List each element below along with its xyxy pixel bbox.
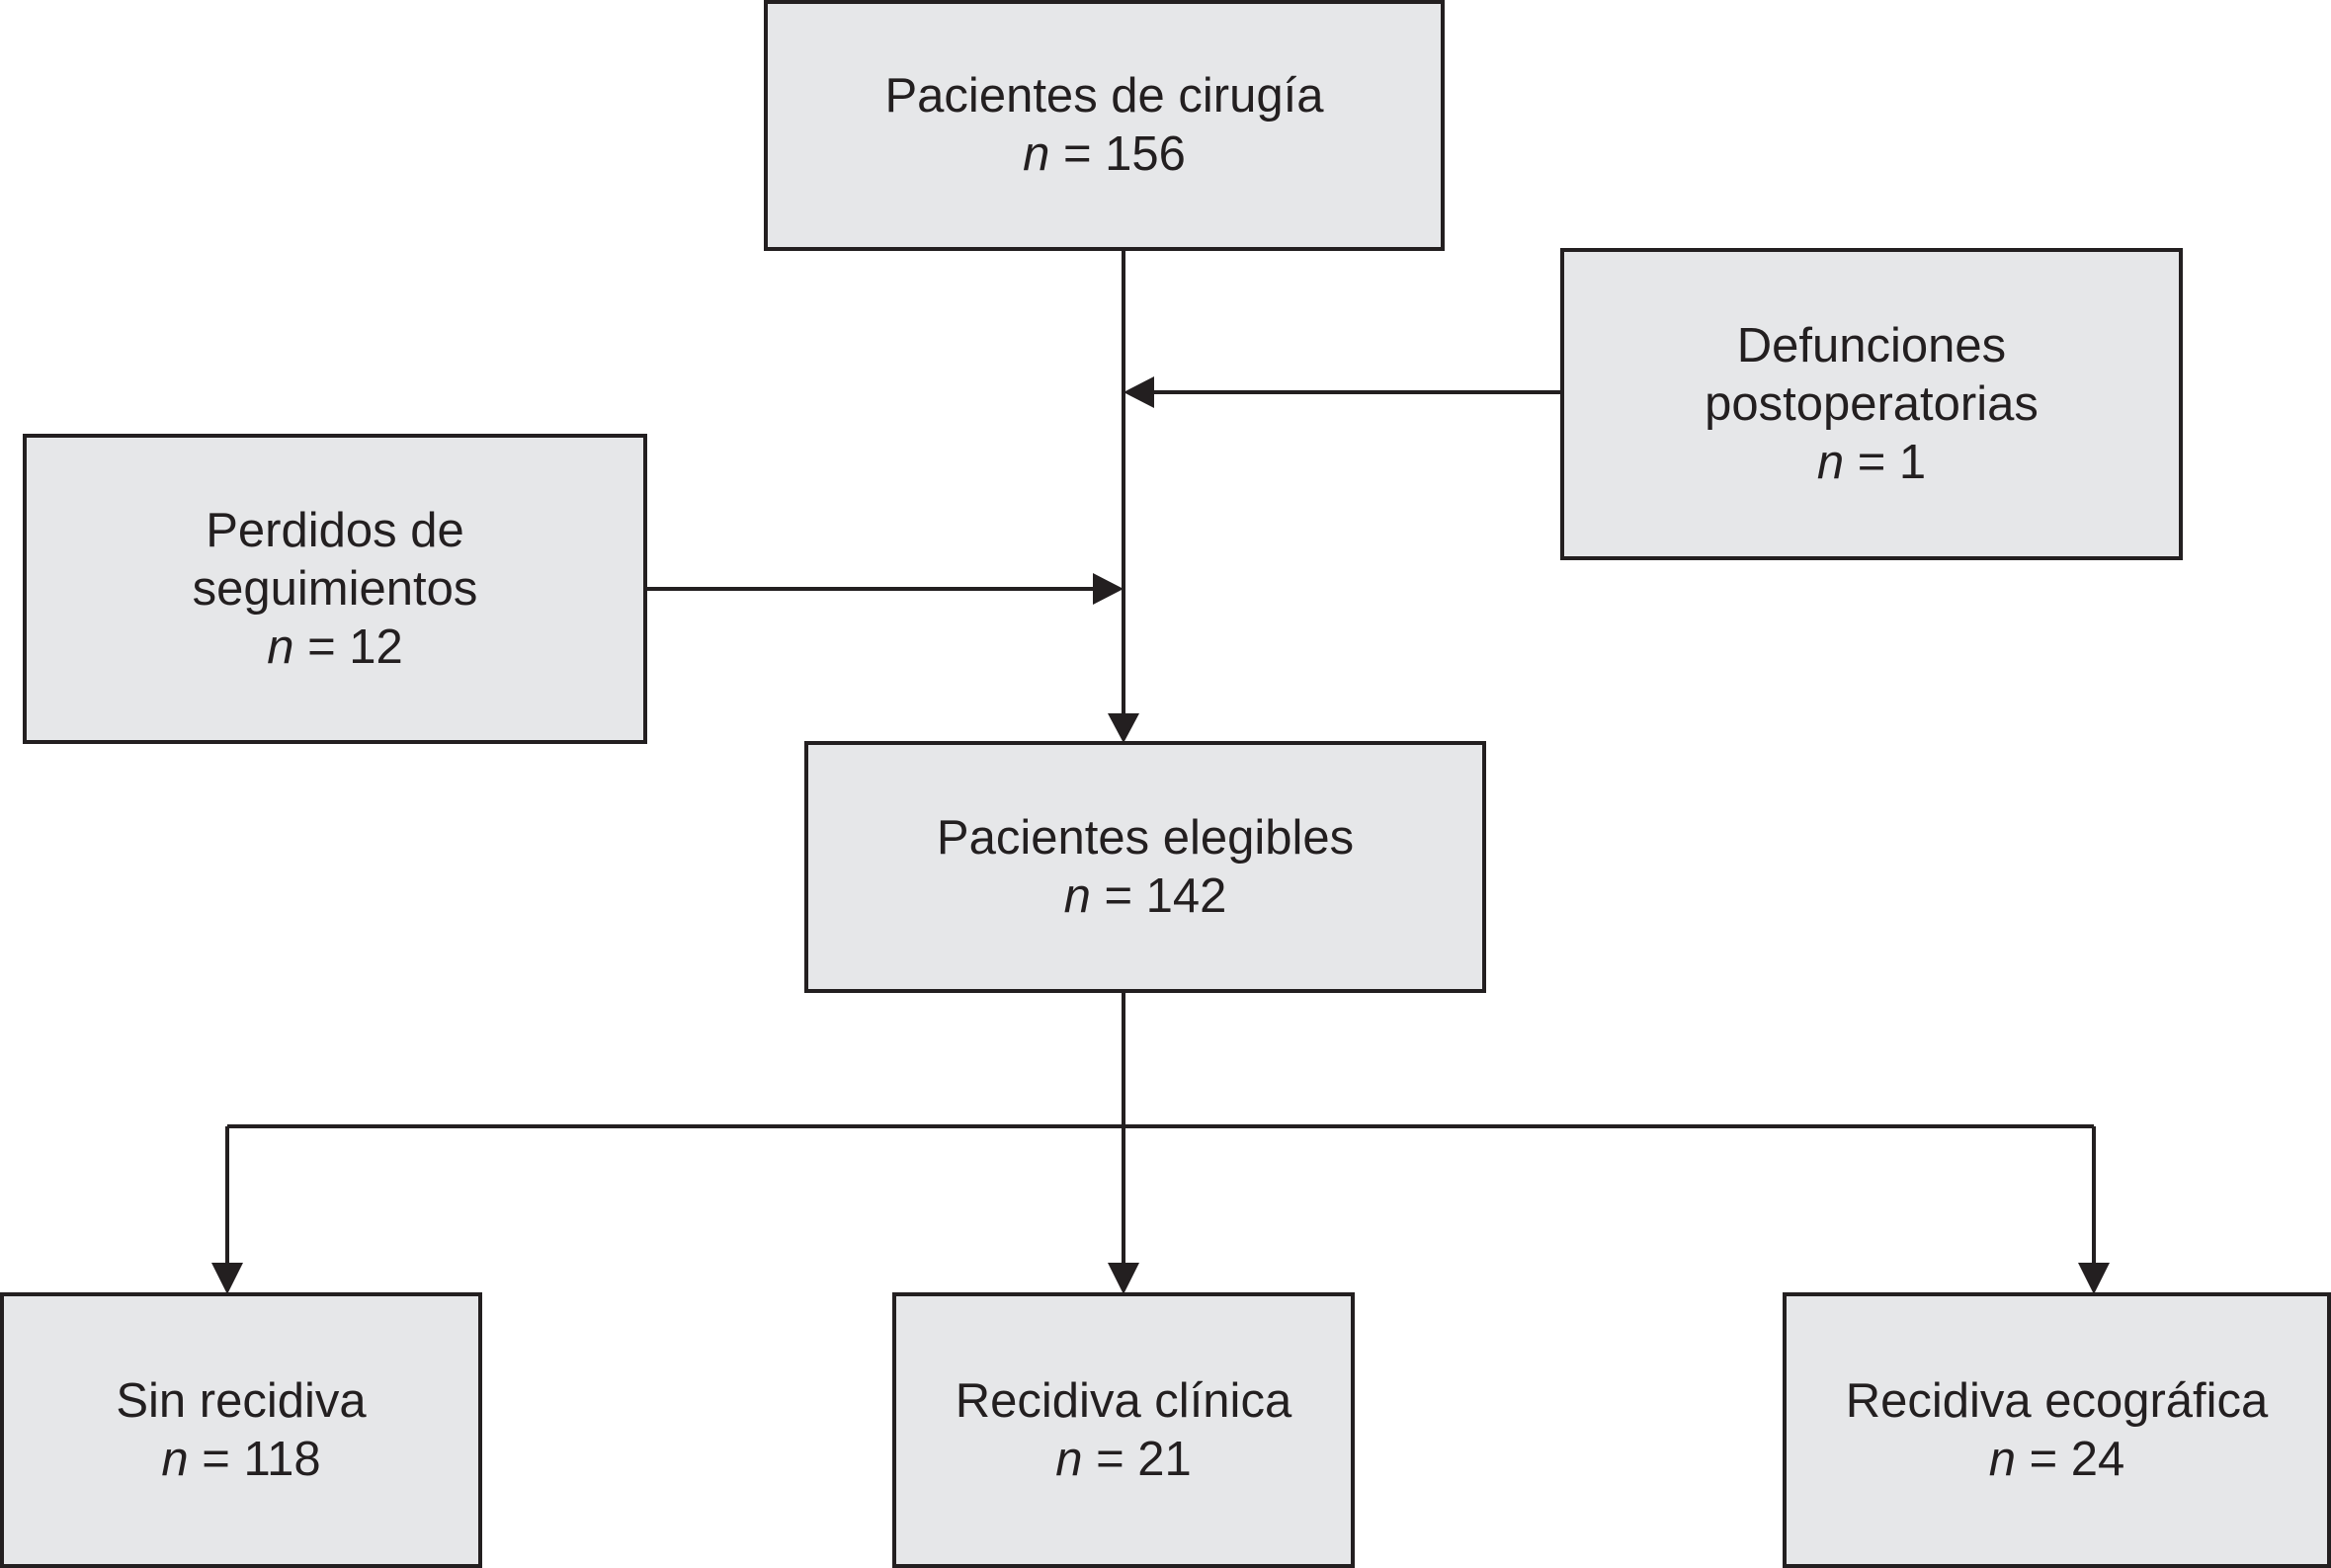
lost-to-follow-up-box: Perdidos de seguimientos n = 12 <box>23 434 647 744</box>
surgery-patients-box: Pacientes de cirugía n = 156 <box>764 0 1445 251</box>
no-recurrence-count: n = 118 <box>161 1432 321 1486</box>
no-recurrence-label: Sin recidiva <box>116 1373 367 1428</box>
clinical-recurrence-box: Recidiva clínica n = 21 <box>892 1292 1355 1568</box>
postoperative-deaths-count: n = 1 <box>1816 435 1927 489</box>
ultrasound-recurrence-box: Recidiva ecográfica n = 24 <box>1783 1292 2331 1568</box>
arrowhead-lost <box>1093 573 1124 605</box>
ultrasound-recurrence-label: Recidiva ecográfica <box>1845 1373 2269 1428</box>
clinical-recurrence-label: Recidiva clínica <box>955 1373 1292 1428</box>
arrowhead-deaths <box>1124 376 1154 408</box>
no-recurrence-box: Sin recidiva n = 118 <box>0 1292 482 1568</box>
arrowhead-clinical <box>1108 1263 1139 1294</box>
postoperative-deaths-box: Defunciones postoperatorias n = 1 <box>1560 248 2183 560</box>
arrowhead-eligible <box>1108 713 1139 743</box>
ultrasound-recurrence-count: n = 24 <box>1988 1432 2125 1486</box>
postoperative-deaths-label: Defunciones postoperatorias <box>1705 318 2039 431</box>
arrowhead-ultrasound <box>2078 1263 2110 1294</box>
lost-to-follow-up-label: Perdidos de seguimientos <box>192 503 478 616</box>
lost-to-follow-up-count: n = 12 <box>267 619 403 674</box>
eligible-patients-box: Pacientes elegibles n = 142 <box>804 741 1486 993</box>
clinical-recurrence-count: n = 21 <box>1055 1432 1192 1486</box>
surgery-patients-count: n = 156 <box>1023 127 1186 181</box>
arrowhead-no-recurrence <box>211 1263 243 1294</box>
eligible-patients-label: Pacientes elegibles <box>936 810 1355 865</box>
surgery-patients-label: Pacientes de cirugía <box>884 69 1324 123</box>
eligible-patients-count: n = 142 <box>1063 868 1227 923</box>
